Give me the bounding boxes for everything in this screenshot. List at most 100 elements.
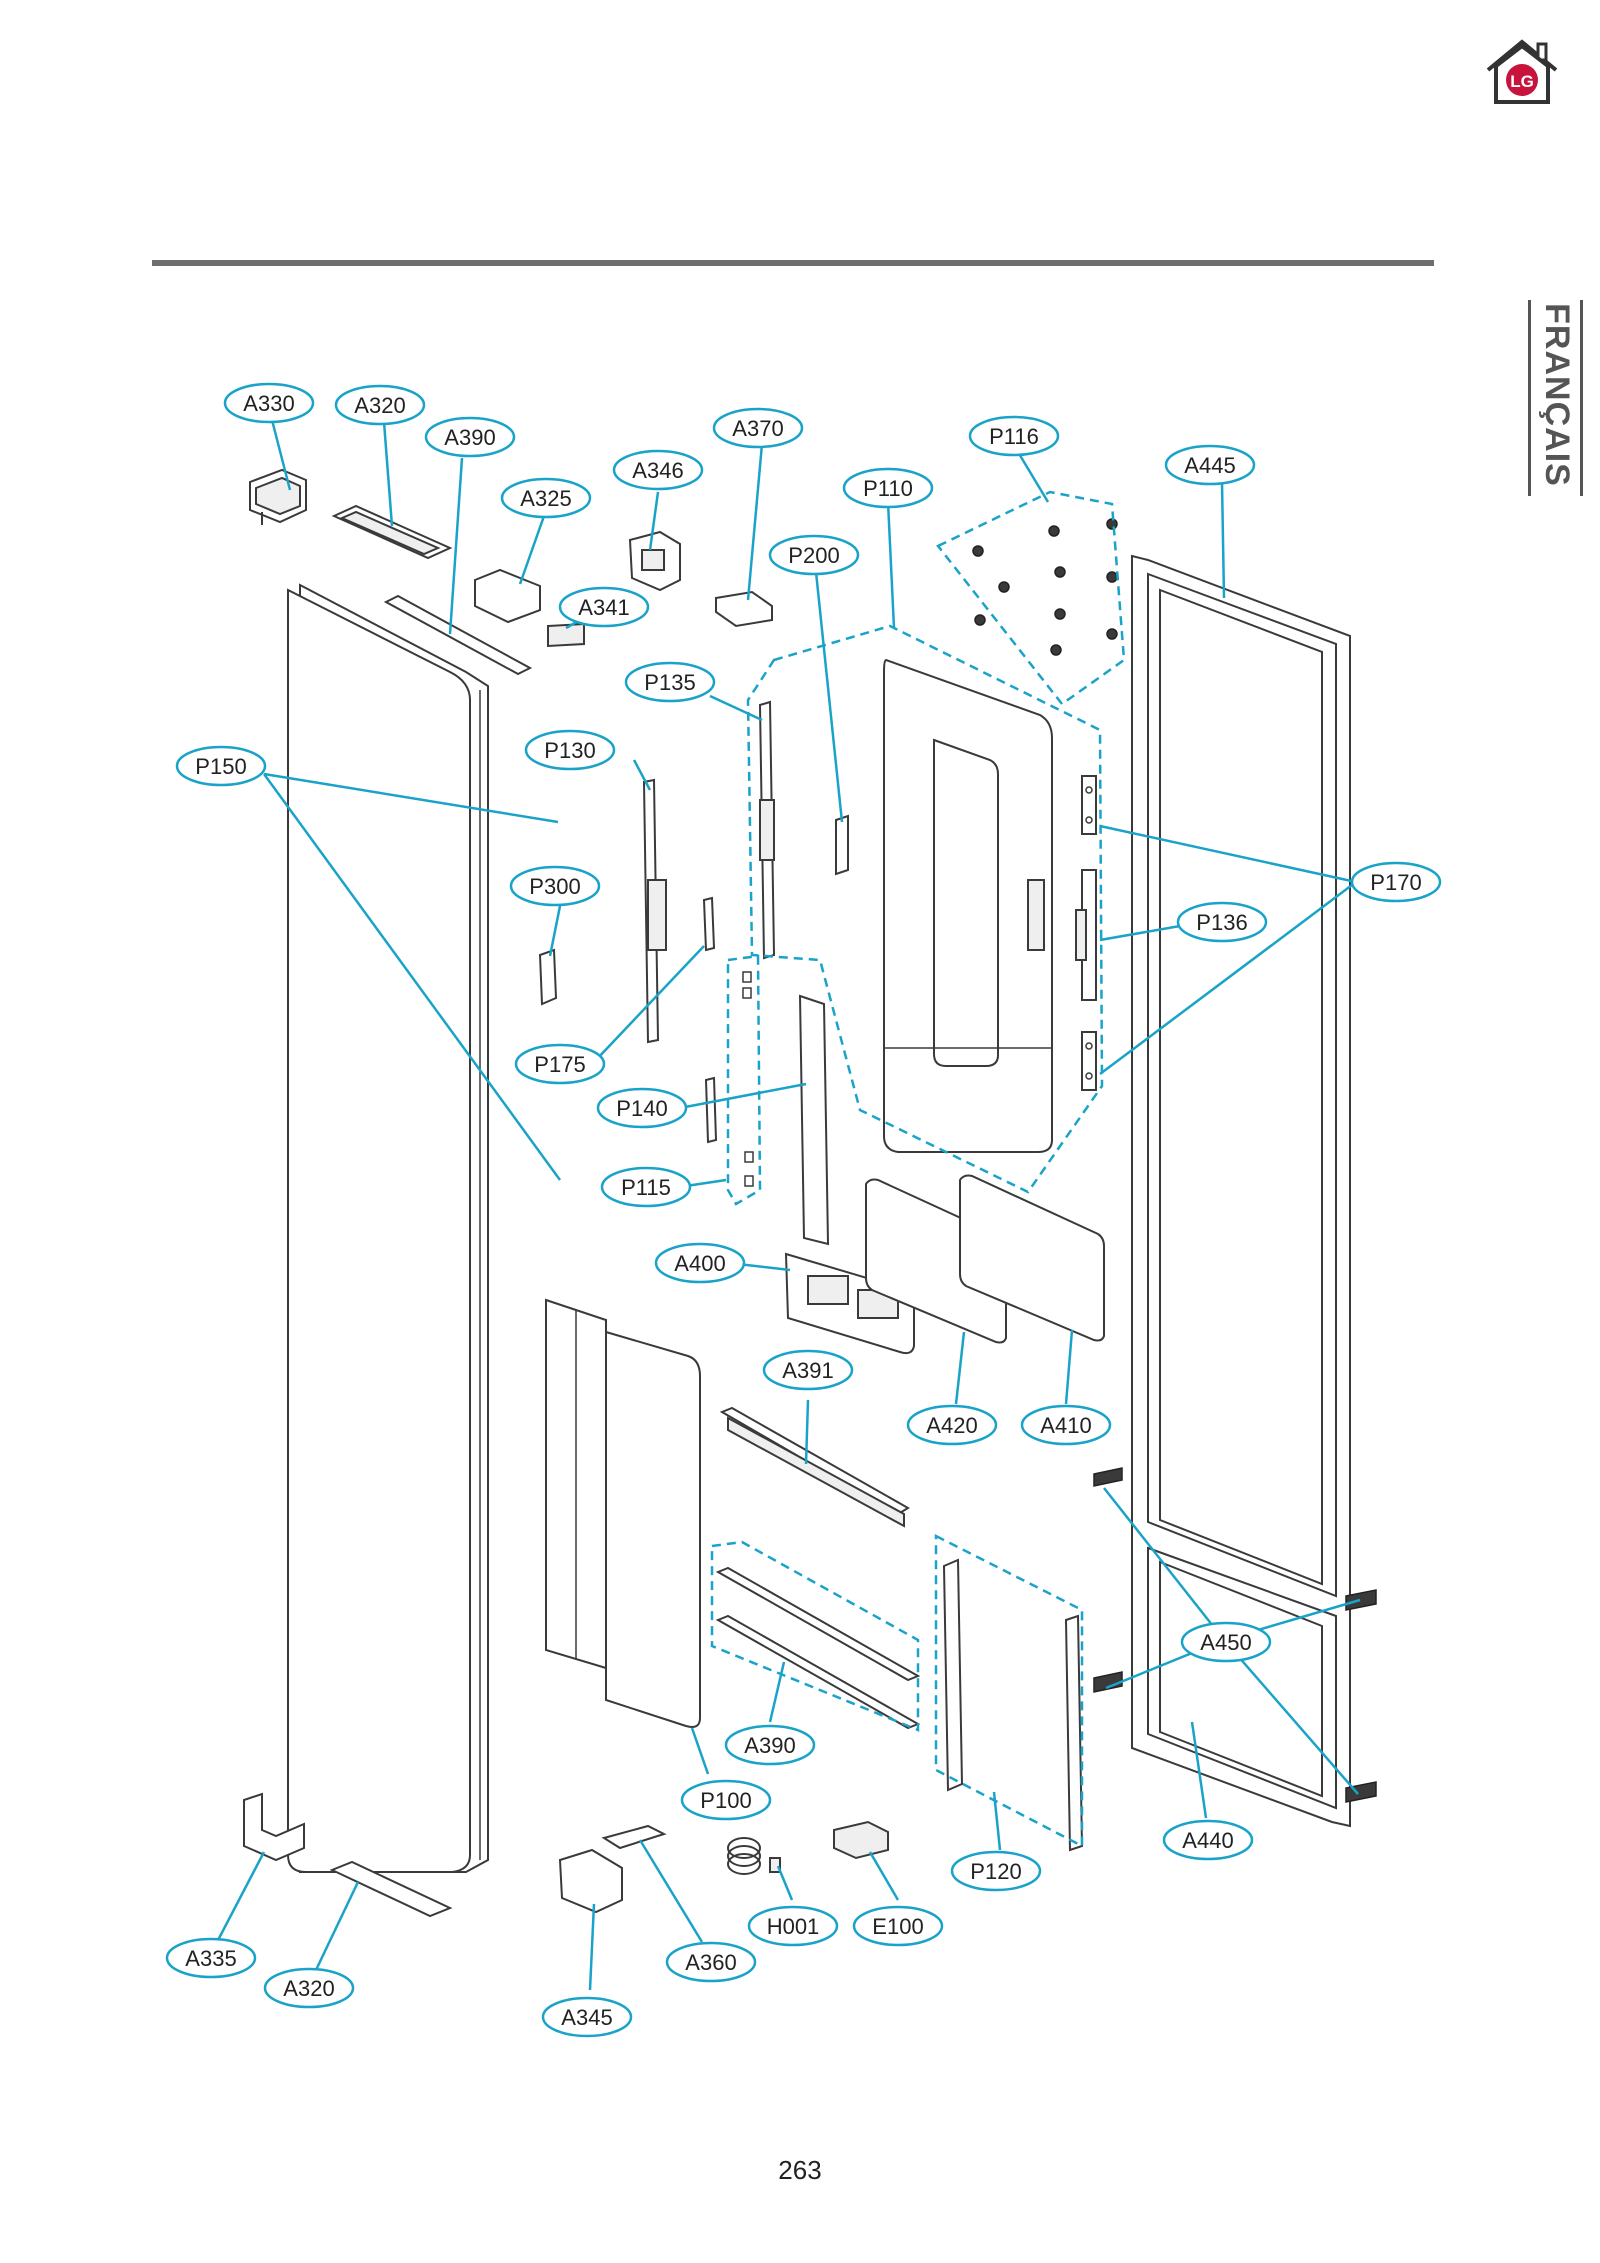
reinforcement-bar: [642, 778, 667, 1044]
svg-text:A346: A346: [632, 458, 683, 483]
svg-text:A440: A440: [1182, 1828, 1233, 1853]
svg-text:A335: A335: [185, 1946, 236, 1971]
svg-text:P140: P140: [616, 1096, 667, 1121]
svg-text:A320: A320: [283, 1976, 334, 2001]
lower-rail-upper: [715, 1566, 921, 1682]
callout-p120: P120: [950, 1850, 1042, 1892]
svg-text:LG: LG: [1510, 72, 1534, 91]
callout-leaders: [214, 419, 1361, 1991]
callout-a410: A410: [1020, 1404, 1112, 1446]
callout-a400: A400: [654, 1242, 746, 1284]
callout-h001: H001: [747, 1905, 839, 1947]
callout-e100: E100: [852, 1905, 944, 1947]
callout-a390-lower: A390: [724, 1724, 816, 1766]
page-number: 263: [778, 2155, 822, 2185]
callout-a330: A330: [223, 382, 315, 424]
spacer-set: [742, 971, 754, 1187]
callout-a390-top: A390: [424, 416, 516, 458]
callout-a445: A445: [1164, 444, 1256, 486]
hinge-cover: [601, 1824, 667, 1850]
svg-text:P136: P136: [1196, 910, 1247, 935]
side-hinge-middle: [1075, 869, 1097, 1001]
svg-text:P170: P170: [1370, 870, 1421, 895]
svg-text:P110: P110: [863, 476, 913, 501]
callout-a320-top: A320: [334, 384, 426, 426]
callout-a370: A370: [712, 407, 804, 449]
callout-a360: A360: [665, 1941, 757, 1983]
svg-text:A320: A320: [354, 393, 405, 418]
lower-strip: [719, 1406, 910, 1516]
hinge-bottom-bracket: [243, 1792, 305, 1862]
svg-text:P300: P300: [529, 874, 580, 899]
svg-text:A391: A391: [782, 1358, 833, 1383]
svg-text:P115: P115: [621, 1175, 671, 1200]
callout-p150: P150: [175, 745, 267, 787]
callout-p200: P200: [768, 534, 860, 576]
callout-p100: P100: [680, 1779, 772, 1821]
svg-text:H001: H001: [767, 1914, 820, 1939]
hinge-upper-assembly: [628, 530, 681, 592]
callout-p130: P130: [524, 729, 616, 771]
door-switch: [538, 948, 558, 1006]
callout-p116: P116: [968, 415, 1060, 457]
svg-text:A445: A445: [1184, 453, 1235, 478]
group-outline-inner-door: [746, 624, 1104, 1194]
svg-text:P120: P120: [970, 1859, 1021, 1884]
callout-p110: P110: [842, 467, 934, 509]
hinge-bar-left: [758, 700, 776, 960]
language-tab: FRANÇAIS: [1524, 300, 1590, 496]
group-outline-screws: [936, 490, 1126, 706]
side-rail-left: [942, 1558, 964, 1792]
svg-text:A360: A360: [685, 1950, 736, 1975]
inner-door-liner: [883, 658, 1053, 1153]
svg-text:P135: P135: [644, 670, 695, 695]
display-cover: [959, 1174, 1105, 1342]
language-tab-bar-right: [1580, 300, 1583, 496]
svg-text:A330: A330: [243, 391, 294, 416]
svg-text:P200: P200: [788, 543, 839, 568]
callout-a391: A391: [762, 1349, 854, 1391]
svg-text:A420: A420: [926, 1413, 977, 1438]
svg-text:A345: A345: [561, 2005, 612, 2030]
latch-part: [835, 814, 849, 876]
svg-text:A410: A410: [1040, 1413, 1091, 1438]
hinge-top-bracket: [249, 468, 307, 525]
door-panel: [287, 583, 489, 1873]
callout-a325: A325: [500, 477, 592, 519]
svg-text:P100: P100: [700, 1788, 751, 1813]
hinge-lower-assembly: [558, 1848, 623, 1914]
callout-a320-bottom: A320: [263, 1967, 355, 2009]
group-outline-side-rails: [934, 1533, 1084, 1849]
hinge-clip: [704, 1076, 718, 1144]
svg-text:A390: A390: [444, 425, 495, 450]
callout-a450: A450: [1180, 1621, 1272, 1663]
callout-p140: P140: [596, 1087, 688, 1129]
svg-text:A370: A370: [732, 416, 783, 441]
callout-p175: P175: [514, 1043, 606, 1085]
side-hinge-upper: [1081, 775, 1097, 835]
svg-text:A390: A390: [744, 1733, 795, 1758]
callout-p136: P136: [1176, 901, 1268, 943]
svg-text:E100: E100: [872, 1914, 923, 1939]
lg-home-logo-icon: LG: [1482, 36, 1562, 108]
small-bracket: [702, 896, 716, 952]
top-cover-part: [474, 568, 541, 624]
svg-text:P116: P116: [989, 424, 1039, 449]
top-rail: [383, 594, 533, 676]
svg-text:P150: P150: [195, 754, 246, 779]
callout-p115: P115: [600, 1166, 692, 1208]
callout-a440: A440: [1162, 1819, 1254, 1861]
callout-a345: A345: [541, 1996, 633, 2038]
header-rule: [152, 260, 1434, 266]
callout-a420: A420: [906, 1404, 998, 1446]
lower-door-panel: [545, 1298, 701, 1728]
vertical-channel: [798, 994, 830, 1246]
top-cap-strip-inner: [339, 510, 441, 556]
language-tab-bar-left: [1528, 300, 1531, 496]
callout-p170: P170: [1350, 861, 1442, 903]
group-outline-spacers: [726, 954, 762, 1206]
callout-a341: A341: [558, 586, 650, 628]
svg-text:A341: A341: [578, 595, 629, 620]
side-rail-right: [1064, 1614, 1084, 1852]
